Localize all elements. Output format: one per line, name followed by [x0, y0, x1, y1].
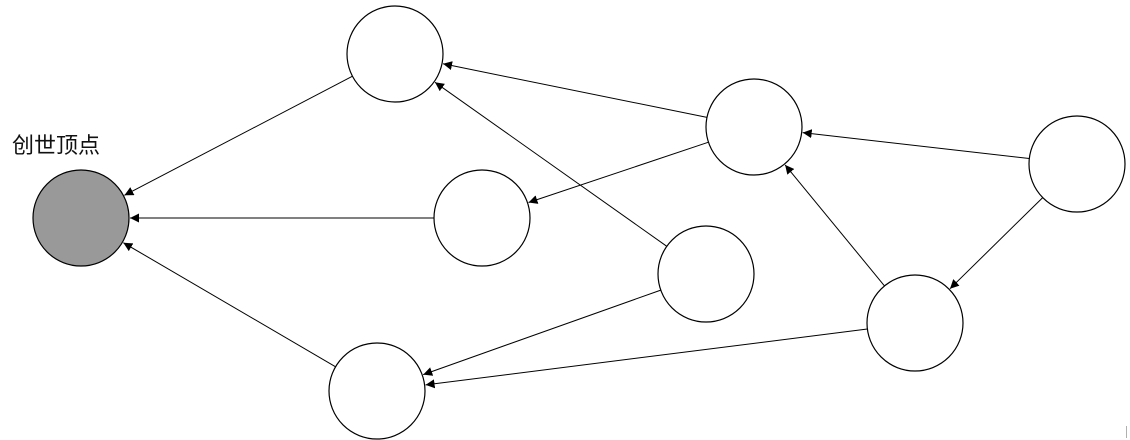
vertex-circle [866, 274, 964, 372]
edge-n4-to-n2 [528, 141, 709, 204]
edge-n6-to-n4 [802, 129, 1030, 159]
edge-n1-to-genesis [124, 75, 353, 196]
vertex-n6 [1028, 115, 1126, 213]
edge-n5-to-n1 [434, 81, 668, 247]
vertex-circle [705, 78, 803, 176]
edge-n3-to-genesis [123, 242, 336, 368]
edge-n6-to-n7 [949, 197, 1044, 290]
vertex-circle [346, 5, 444, 103]
vertex-circle [1028, 115, 1126, 213]
edge-n4-to-n1 [442, 61, 708, 118]
vertex-n3 [328, 342, 426, 440]
edge-n7-to-n4 [784, 164, 885, 287]
edge-n5-to-n3 [423, 289, 661, 376]
vertex-circle [328, 342, 426, 440]
edge-n7-to-n3 [425, 328, 868, 389]
genesis-vertex-circle [32, 169, 130, 267]
vertex-n7 [866, 274, 964, 372]
genesis-vertex [32, 169, 130, 267]
vertex-n4 [705, 78, 803, 176]
nodes-layer [32, 5, 1126, 440]
vertex-n1 [346, 5, 444, 103]
vertex-circle [657, 225, 755, 323]
corner-mark [1126, 426, 1127, 438]
vertex-n5 [657, 225, 755, 323]
edges-layer [123, 61, 1044, 389]
vertex-circle [433, 169, 531, 267]
vertex-n2 [433, 169, 531, 267]
genesis-vertex-label: 创世顶点 [12, 134, 101, 159]
